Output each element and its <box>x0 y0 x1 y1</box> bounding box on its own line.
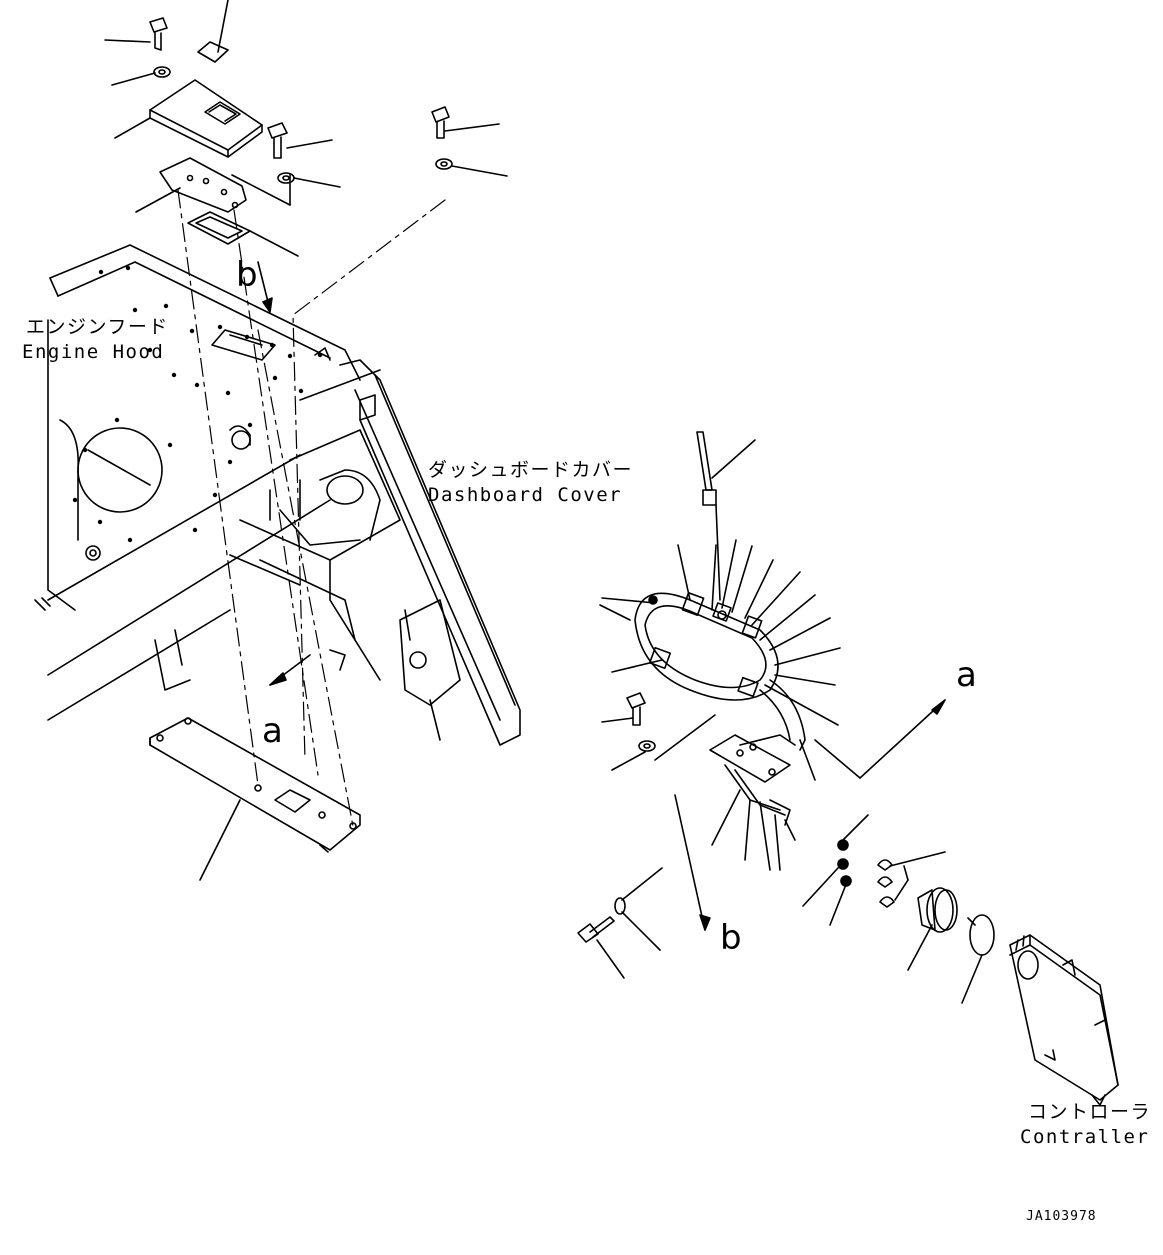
wire-harness <box>634 592 806 826</box>
view-arrows <box>257 261 946 931</box>
engine-hood-label-jp: エンジンフード <box>26 316 169 338</box>
top-hardware-stack <box>149 17 453 245</box>
lower-right-hardware <box>577 692 995 1004</box>
engine-hood-label-en: Engine Hood <box>22 341 165 363</box>
controller-label-en: Contraller <box>1020 1126 1150 1148</box>
dashboard-cover-label-jp: ダッシュボードカバー <box>428 459 634 481</box>
harness-leader-lines <box>599 539 841 871</box>
view-marker-b-upper: b <box>236 255 258 295</box>
under-plate <box>149 717 361 881</box>
phantom-lines <box>177 189 446 827</box>
dashboard-cover-label-en: Dashboard Cover <box>428 484 623 506</box>
upper-leader-lines <box>104 0 508 257</box>
controller-label-jp: コントローラ <box>1028 1101 1152 1123</box>
dashboard-cover <box>229 347 521 746</box>
view-marker-a-upper: a <box>262 711 283 751</box>
view-marker-a-lower: a <box>956 655 977 695</box>
drawing-code: JA103978 <box>1026 1209 1097 1224</box>
controller <box>1009 934 1119 1106</box>
view-marker-b-lower: b <box>720 918 742 958</box>
antenna <box>696 431 756 601</box>
engine-hood <box>34 244 361 721</box>
